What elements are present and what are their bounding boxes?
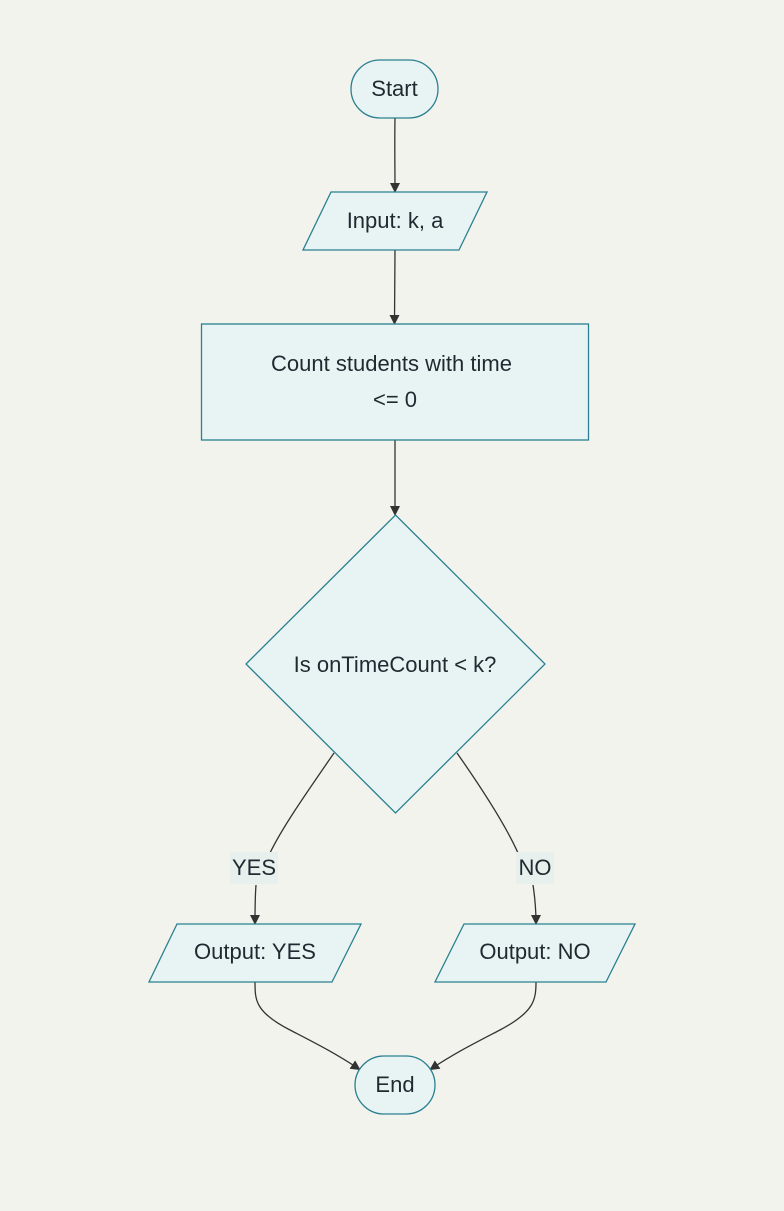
node-output-yes-label: Output: YES bbox=[194, 939, 316, 964]
node-input-label: Input: k, a bbox=[347, 208, 444, 233]
node-start[interactable]: Start bbox=[350, 59, 439, 119]
node-start-shape bbox=[350, 59, 439, 119]
edge-no-to-end bbox=[429, 981, 537, 1071]
node-start-label: Start bbox=[371, 76, 417, 101]
node-count[interactable]: Count students with time <= 0 bbox=[200, 323, 590, 441]
node-output-no-shape bbox=[433, 923, 637, 983]
node-count-label-line1: Count students with time bbox=[271, 351, 512, 376]
node-decision[interactable]: Is onTimeCount < k? bbox=[245, 514, 546, 814]
node-input-shape bbox=[301, 191, 489, 251]
node-output-yes-shape bbox=[147, 923, 363, 983]
edge-input-to-count bbox=[389, 249, 400, 325]
edges bbox=[254, 117, 537, 1071]
node-end[interactable]: End bbox=[354, 1055, 436, 1115]
edge-label-no-text: NO bbox=[519, 855, 552, 880]
edge-label-yes-text: YES bbox=[232, 855, 276, 880]
node-output-no[interactable]: Output: NO bbox=[433, 923, 637, 983]
node-output-yes[interactable]: Output: YES bbox=[147, 923, 363, 983]
node-count-shape bbox=[200, 323, 590, 441]
edge-label-yes-bg bbox=[230, 852, 278, 884]
edge-label-yes: YES bbox=[230, 852, 278, 884]
node-input[interactable]: Input: k, a bbox=[301, 191, 489, 251]
edge-label-no: NO bbox=[516, 852, 554, 884]
edge-decision-to-yes bbox=[255, 752, 335, 923]
edge-decision-to-no bbox=[456, 752, 536, 923]
node-count-label-line2: <= 0 bbox=[373, 387, 417, 412]
node-output-no-label: Output: NO bbox=[479, 939, 590, 964]
node-end-label: End bbox=[375, 1072, 414, 1097]
edge-label-no-bg bbox=[516, 852, 554, 884]
node-end-shape bbox=[354, 1055, 436, 1115]
node-decision-label: Is onTimeCount < k? bbox=[294, 652, 497, 677]
edge-yes-to-end bbox=[254, 981, 361, 1071]
node-decision-shape bbox=[245, 514, 546, 814]
